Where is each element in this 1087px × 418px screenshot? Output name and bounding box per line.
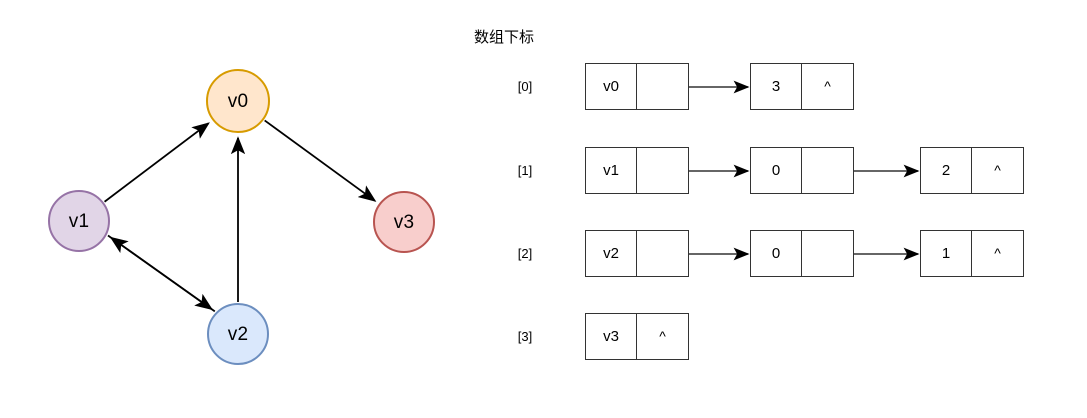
graph-edge-paths [103, 119, 377, 313]
list-head-vertex-cell: v2 [586, 231, 638, 276]
graph-node-label: v3 [393, 211, 415, 233]
array-index-label-0: [0] [517, 79, 533, 94]
list-node-pointer-cell: ^ [972, 148, 1023, 193]
null-pointer-caret-icon: ^ [994, 161, 1001, 178]
array-index-header: 数组下标 [474, 28, 535, 46]
list-node-pointer-cell [802, 231, 853, 276]
null-pointer-caret-icon: ^ [824, 77, 831, 94]
graph-node-label: v2 [227, 323, 249, 345]
graph-edge-v2-to-v1 [109, 236, 216, 313]
graph-node-v1[interactable]: v1 [48, 190, 110, 252]
list-head-vertex-cell: v0 [586, 64, 638, 109]
list-node-value-cell: 0 [751, 231, 803, 276]
list-node-box-1-1[interactable]: 2^ [920, 147, 1024, 194]
list-node-value-cell: 2 [921, 148, 973, 193]
list-head-box-3[interactable]: v3 ^ [585, 313, 689, 360]
list-head-vertex-cell: v1 [586, 148, 638, 193]
list-head-box-0[interactable]: v0 [585, 63, 689, 110]
list-node-box-0-0[interactable]: 3^ [750, 63, 854, 110]
graph-panel: v0 v1 v2 v3 [0, 0, 470, 418]
list-head-pointer-cell [637, 231, 688, 276]
graph-edges-layer [103, 119, 377, 313]
list-node-pointer-cell: ^ [802, 64, 853, 109]
graph-edge-v0-to-v3 [264, 119, 377, 202]
array-index-label-1: [1] [517, 163, 533, 178]
list-head-box-1[interactable]: v1 [585, 147, 689, 194]
list-node-value-cell: 1 [921, 231, 973, 276]
list-node-box-2-0[interactable]: 0 [750, 230, 854, 277]
graph-node-v3[interactable]: v3 [373, 191, 435, 253]
list-head-box-2[interactable]: v2 [585, 230, 689, 277]
null-pointer-caret-icon: ^ [659, 327, 666, 344]
list-head-vertex-cell: v3 [586, 314, 638, 359]
array-index-label-2: [2] [517, 246, 533, 261]
list-head-pointer-cell [637, 148, 688, 193]
list-node-box-1-0[interactable]: 0 [750, 147, 854, 194]
list-node-value-cell: 3 [751, 64, 803, 109]
list-node-value-cell: 0 [751, 148, 803, 193]
array-index-label-3: [3] [517, 329, 533, 344]
null-pointer-caret-icon: ^ [994, 244, 1001, 261]
graph-edge-v1-to-v0 [103, 122, 210, 203]
graph-node-v2[interactable]: v2 [207, 303, 269, 365]
list-node-pointer-cell: ^ [972, 231, 1023, 276]
list-head-pointer-cell: ^ [637, 314, 688, 359]
list-node-box-2-1[interactable]: 1^ [920, 230, 1024, 277]
list-head-pointer-cell [637, 64, 688, 109]
graph-node-v0[interactable]: v0 [206, 69, 270, 133]
list-node-pointer-cell [802, 148, 853, 193]
graph-node-label: v0 [227, 90, 249, 112]
graph-node-label: v1 [68, 210, 90, 232]
